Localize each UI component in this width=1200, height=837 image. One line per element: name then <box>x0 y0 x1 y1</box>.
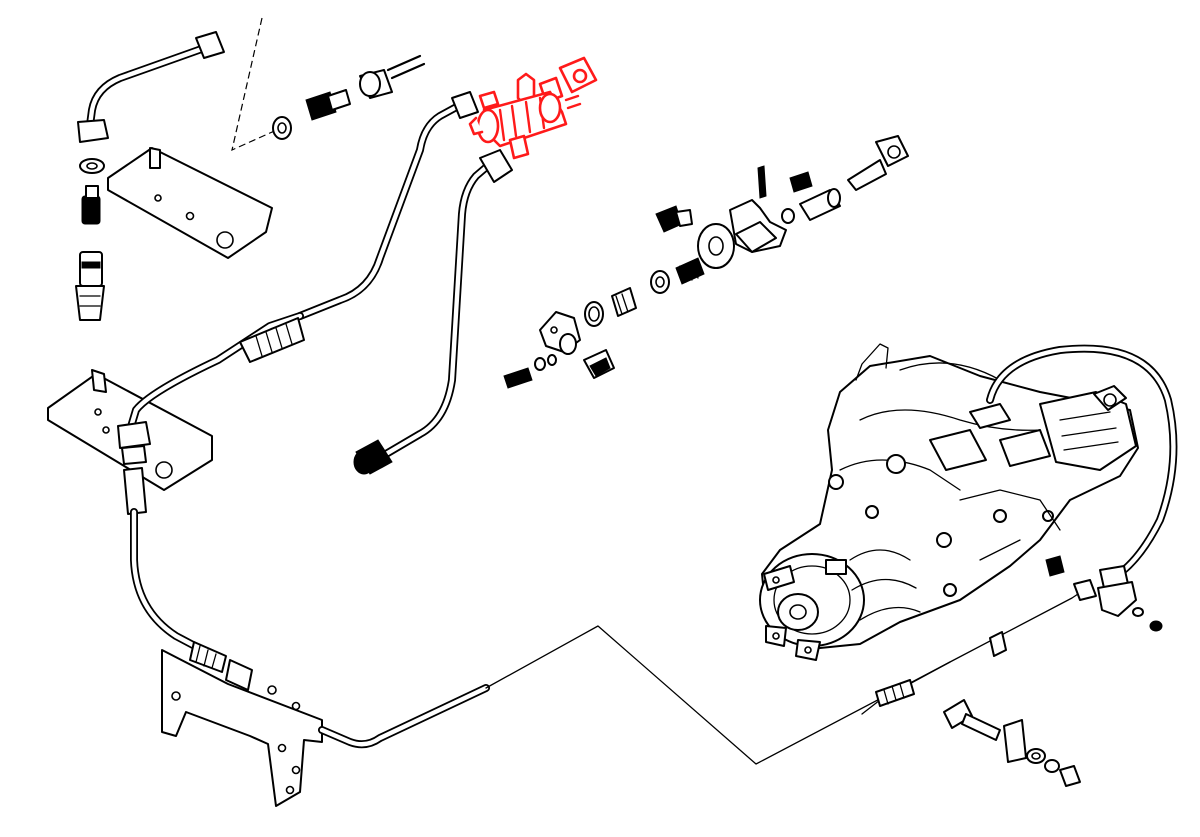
hose-connector-mid <box>117 312 305 465</box>
top-left-bracket <box>107 147 273 259</box>
master-cylinder-exploded-parts <box>503 135 909 389</box>
long-pipe-upper <box>296 91 479 320</box>
lower-right-cable-parts <box>861 555 1163 787</box>
top-left-fittings <box>75 158 105 321</box>
transmission-housing <box>759 343 1139 661</box>
long-pipe-lower <box>353 149 513 475</box>
bottom-mounting-bracket <box>161 649 323 807</box>
lower-hose <box>123 467 227 673</box>
clutch-master-cylinder[interactable] <box>468 56 598 160</box>
bottom-pipe <box>318 625 951 765</box>
top-center-fittings <box>272 54 426 140</box>
top-left-pipe-assembly <box>77 17 291 152</box>
transmission-return-hose <box>986 344 1178 589</box>
